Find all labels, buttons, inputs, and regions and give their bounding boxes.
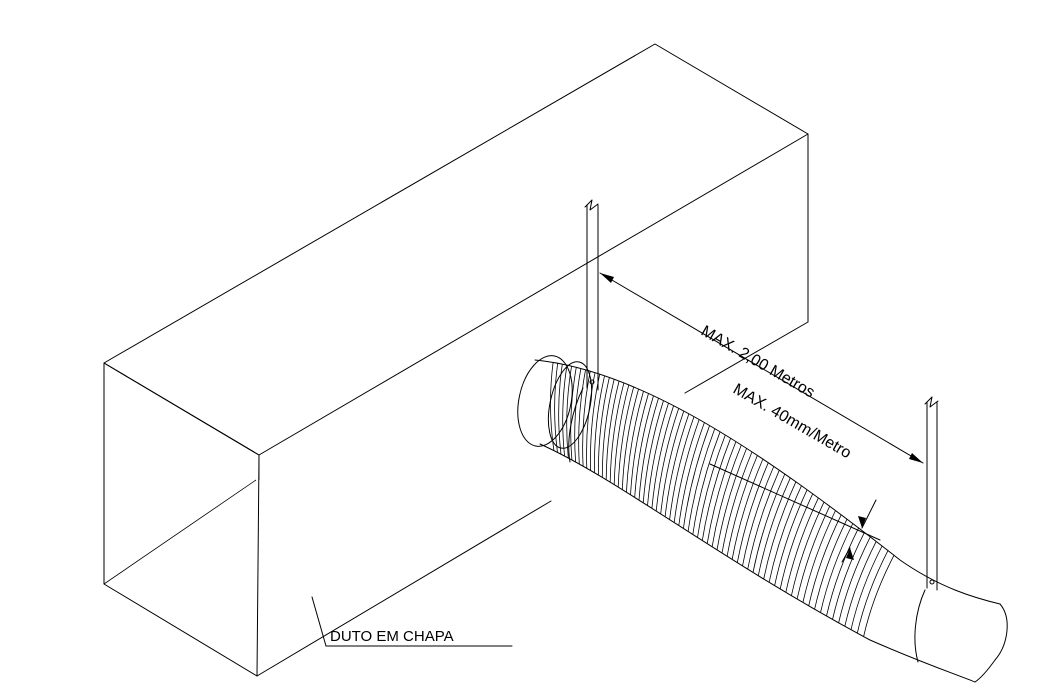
flex-duct-rib bbox=[609, 382, 625, 483]
flex-duct-rib bbox=[774, 489, 808, 586]
hanger-rod-right bbox=[924, 396, 939, 591]
flex-duct-rib bbox=[687, 428, 716, 532]
flex-duct-rib bbox=[594, 375, 605, 473]
flex-duct-rib bbox=[562, 365, 568, 457]
duct-bottom-edge bbox=[256, 500, 552, 677]
flex-duct-bottom-outline bbox=[539, 443, 976, 683]
flex-duct-rib bbox=[838, 536, 871, 623]
flex-duct-rib bbox=[701, 438, 731, 541]
flex-duct-rib bbox=[726, 455, 758, 557]
flex-duct-rib bbox=[826, 527, 859, 617]
flex-duct-rib bbox=[779, 493, 814, 590]
dimension-spacing-label: MAX. 2,00 Metros bbox=[698, 323, 817, 402]
flex-duct-rib bbox=[747, 470, 780, 570]
flex-duct-rib bbox=[570, 367, 577, 461]
clamp-right bbox=[914, 589, 926, 663]
flex-duct-rib bbox=[856, 550, 889, 634]
flex-duct-rib bbox=[642, 400, 664, 503]
flex-duct-rib bbox=[647, 402, 669, 506]
duct-top-face bbox=[103, 43, 809, 456]
flex-duct-rib bbox=[655, 408, 680, 512]
flex-duct-right-end bbox=[974, 603, 1008, 683]
sag-arrowhead-bottom bbox=[846, 548, 854, 560]
flex-duct-rib bbox=[863, 555, 895, 637]
flex-duct-rib bbox=[721, 451, 753, 554]
flex-duct-rib bbox=[692, 431, 721, 535]
flex-duct-rib bbox=[757, 477, 791, 576]
flex-duct-rib bbox=[768, 485, 802, 583]
flex-duct-rib bbox=[634, 395, 654, 498]
dimension-sag: MAX. 40mm/Metro bbox=[709, 381, 881, 563]
flex-duct-corrugations bbox=[550, 362, 895, 637]
flex-duct-rib bbox=[554, 363, 559, 453]
flex-duct-rib bbox=[669, 416, 695, 520]
flex-duct-rib bbox=[638, 397, 659, 501]
flex-duct-rib bbox=[630, 393, 649, 495]
flex-duct-rib bbox=[660, 410, 685, 514]
flex-duct-rib bbox=[814, 518, 848, 610]
duct-front-face bbox=[103, 362, 260, 677]
flex-duct-rib bbox=[626, 390, 644, 493]
flex-duct-rib bbox=[711, 444, 742, 547]
flex-duct-rib bbox=[731, 458, 764, 560]
arrowhead-left bbox=[600, 273, 614, 283]
flex-duct-rib bbox=[785, 497, 819, 593]
duct-label-text: DUTO EM CHAPA bbox=[330, 628, 454, 645]
flex-duct-rib bbox=[673, 419, 700, 523]
clamp-left bbox=[568, 387, 584, 463]
duct-label-leader: DUTO EM CHAPA bbox=[311, 596, 513, 647]
flex-duct-rib bbox=[844, 541, 877, 627]
flex-duct-rib bbox=[566, 366, 572, 459]
flex-duct-rib bbox=[742, 466, 775, 566]
flex-duct-rib bbox=[763, 481, 797, 580]
flex-duct-rib bbox=[706, 441, 737, 544]
flex-duct-rib bbox=[651, 405, 674, 509]
flex-duct-rib bbox=[678, 422, 705, 526]
flex-duct-rib bbox=[791, 501, 825, 596]
flex-duct-rib bbox=[832, 532, 865, 620]
hanger-rod-left bbox=[584, 199, 599, 391]
flex-duct-rib bbox=[752, 473, 786, 573]
flex-duct-rib bbox=[683, 425, 710, 529]
flex-duct-collar-end bbox=[517, 355, 573, 447]
flex-duct-rib bbox=[586, 372, 596, 469]
flex-duct-rib bbox=[621, 388, 639, 490]
flex-duct-rib bbox=[578, 369, 586, 465]
flex-duct-rib bbox=[716, 448, 747, 551]
flex-duct-rib bbox=[601, 379, 615, 478]
flex-duct-rib bbox=[574, 368, 582, 463]
flex-duct-rib bbox=[664, 413, 690, 517]
flex-duct-rib bbox=[820, 523, 854, 613]
flex-duct-rib bbox=[802, 510, 836, 603]
flex-duct-rib bbox=[808, 514, 842, 606]
flex-duct-rib bbox=[617, 386, 635, 488]
flex-duct-rib bbox=[736, 462, 769, 563]
flex-duct-rib bbox=[558, 364, 563, 455]
flexible-duct bbox=[517, 355, 1008, 683]
flex-duct-rib bbox=[582, 371, 591, 467]
duct-side-bottom-edge-b bbox=[684, 321, 809, 394]
flex-duct-rib bbox=[597, 377, 610, 476]
sheet-metal-duct bbox=[103, 43, 809, 677]
sag-arrowhead-top bbox=[858, 516, 866, 528]
flex-duct-rib bbox=[550, 362, 555, 451]
flex-duct-rib bbox=[850, 545, 883, 630]
flex-duct-top-outline bbox=[534, 359, 1001, 605]
flex-duct-rib bbox=[613, 384, 630, 485]
flex-duct-rib bbox=[605, 380, 620, 480]
arrowhead-right bbox=[909, 453, 923, 463]
duct-inner-edge-left bbox=[103, 479, 257, 585]
flex-duct-rib bbox=[697, 434, 726, 538]
